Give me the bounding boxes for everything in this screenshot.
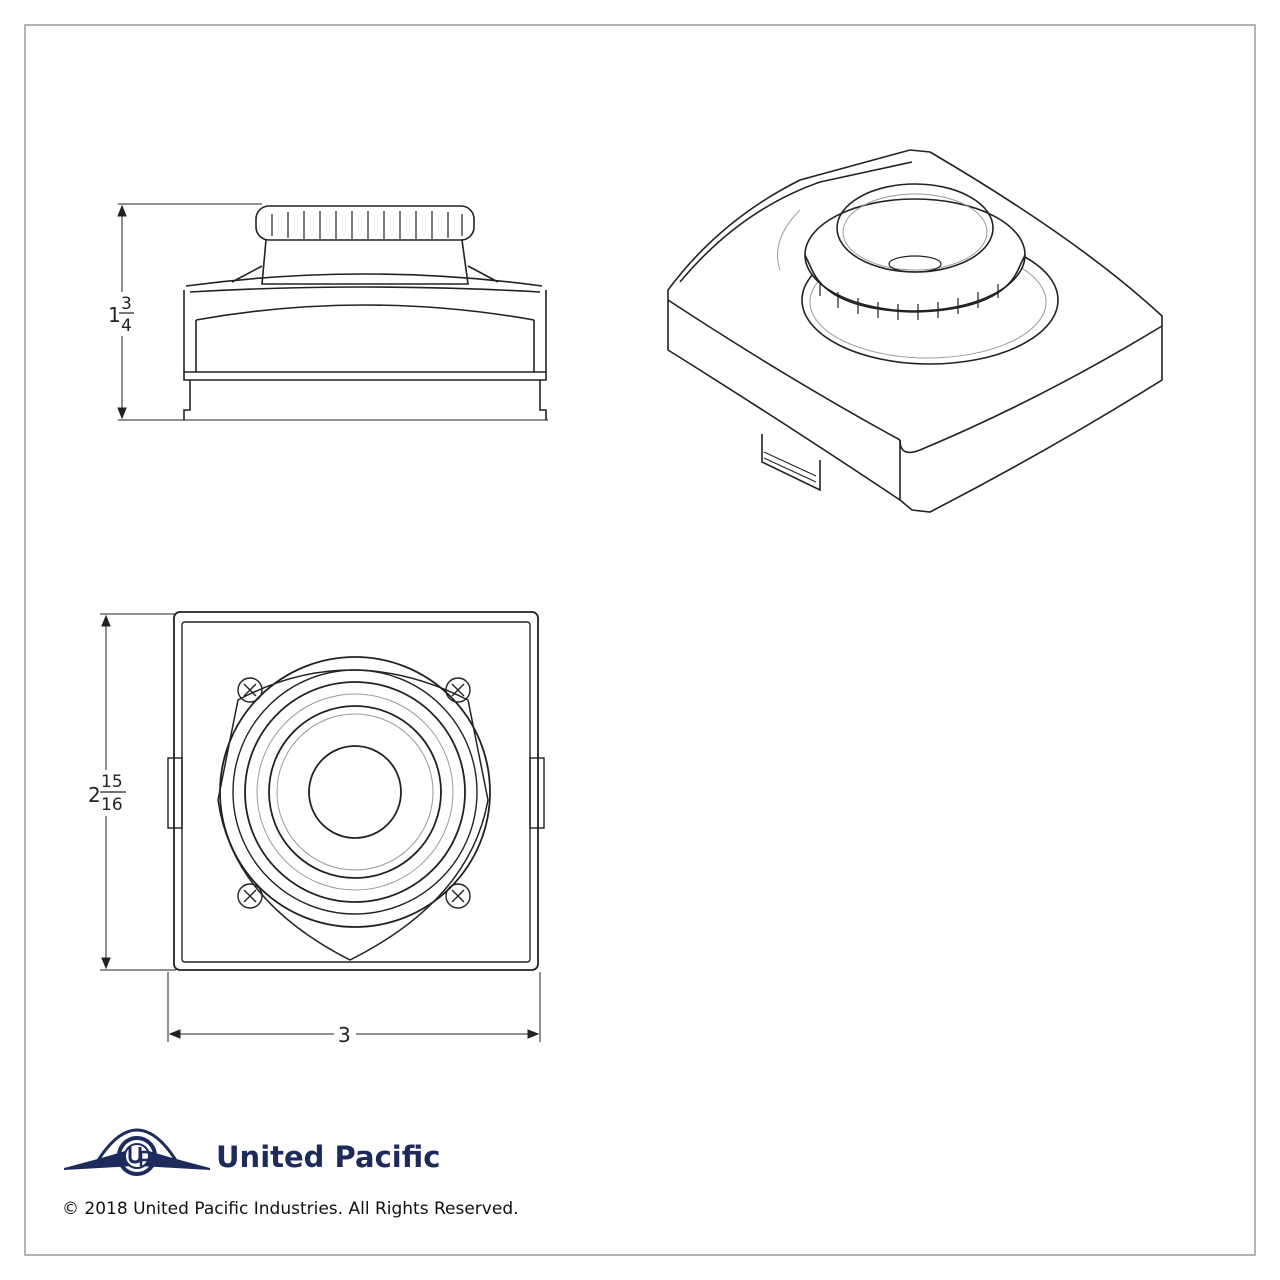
isometric-view xyxy=(667,149,1163,513)
height-dimension: 1 3 4 xyxy=(104,292,140,336)
depth-denominator: 16 xyxy=(101,795,123,815)
side-view xyxy=(117,203,548,421)
width-value: 3 xyxy=(338,1023,351,1047)
front-view xyxy=(100,611,545,1042)
depth-dimension: 2 15 16 xyxy=(84,770,132,816)
brand-logo xyxy=(64,1128,210,1176)
width-dimension: 3 xyxy=(334,1022,356,1047)
brand-name: United Pacific xyxy=(216,1140,440,1174)
page-border xyxy=(24,24,1256,1256)
height-whole: 1 xyxy=(108,303,121,327)
depth-numerator: 15 xyxy=(101,772,123,792)
height-numerator: 3 xyxy=(121,294,132,314)
depth-whole: 2 xyxy=(88,783,101,807)
height-denominator: 4 xyxy=(121,316,132,336)
copyright-notice: © 2018 United Pacific Industries. All Ri… xyxy=(62,1199,519,1219)
